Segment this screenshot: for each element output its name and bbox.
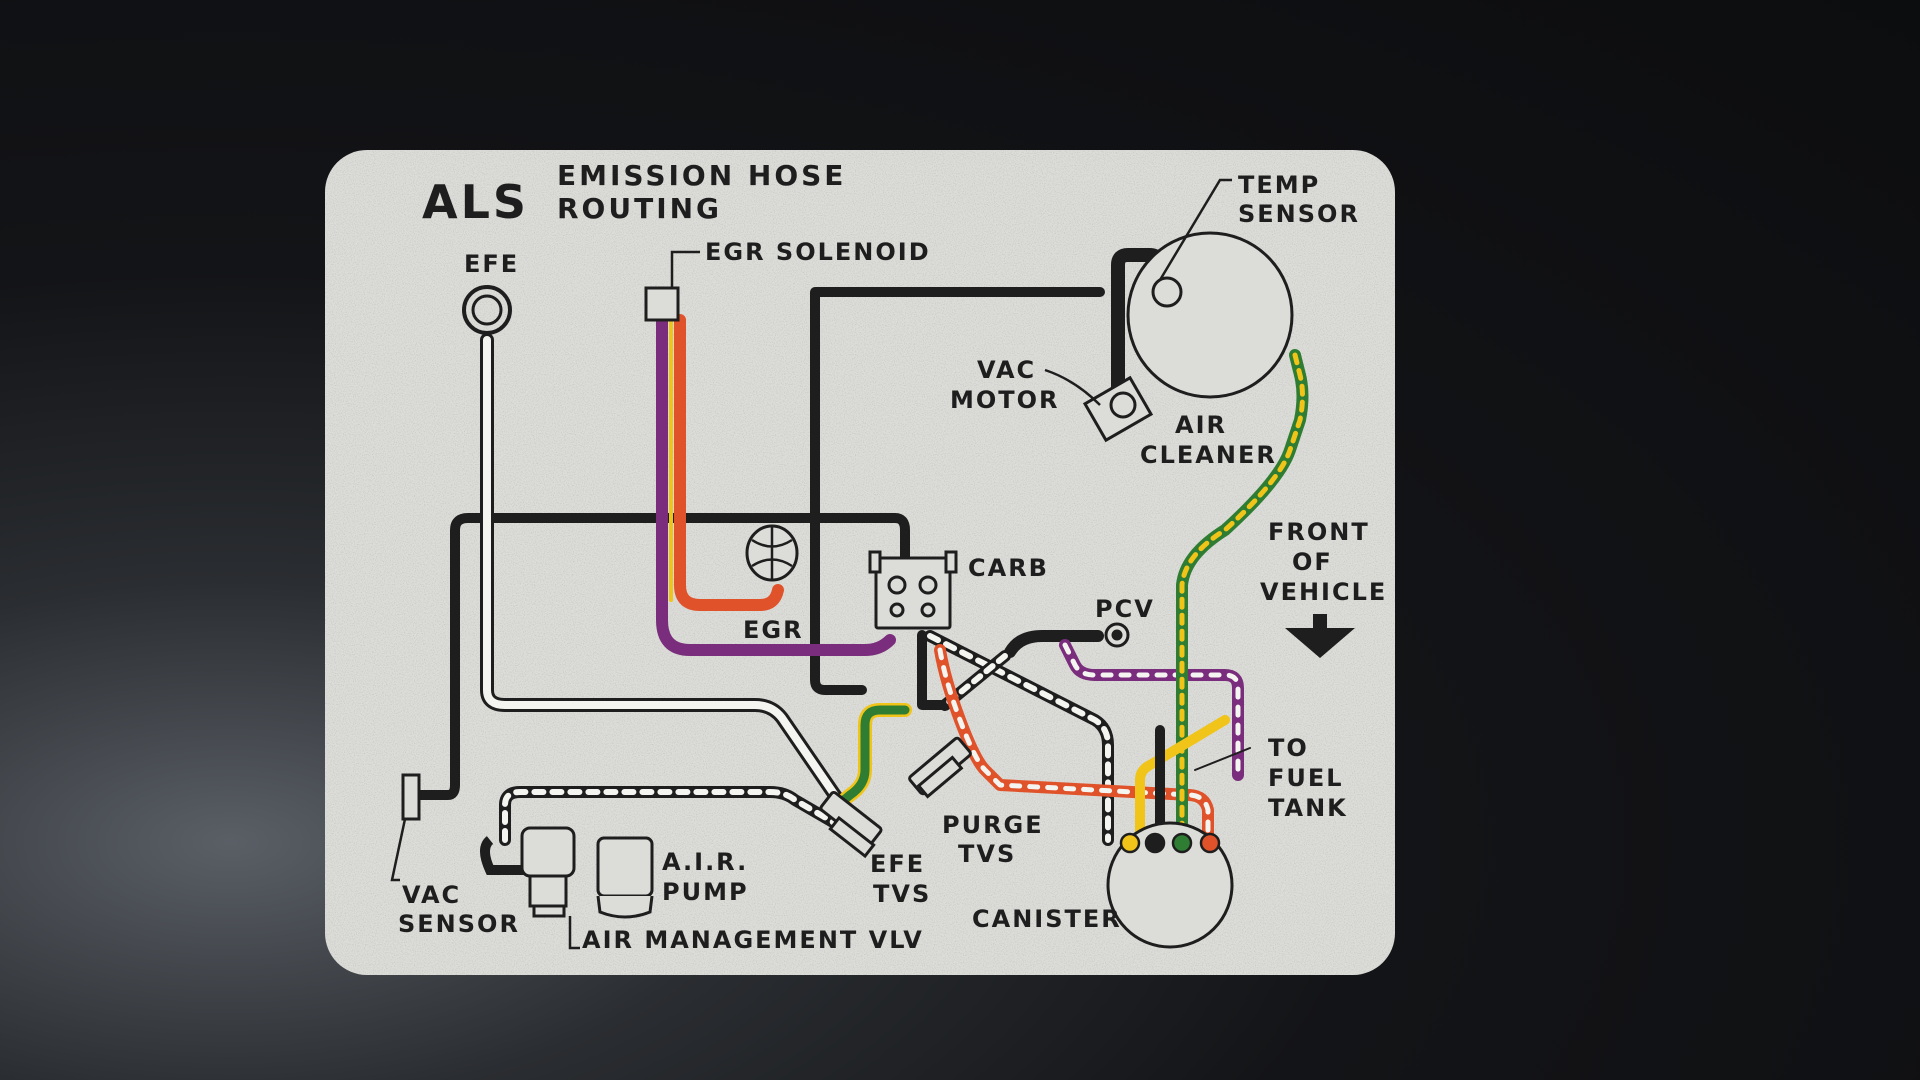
label-efe: EFE xyxy=(464,250,519,278)
air-management-lower xyxy=(528,874,568,908)
label-air-management-vlv: AIR MANAGEMENT VLV xyxy=(582,926,924,954)
air-management-base xyxy=(532,904,566,918)
pcv-center xyxy=(1111,629,1123,641)
air-pump-body xyxy=(596,836,654,898)
vac-sensor-body xyxy=(401,773,421,821)
carb-port-4 xyxy=(920,602,936,618)
hose-efe-tvs-green xyxy=(827,705,910,815)
air-management-body xyxy=(520,826,576,878)
carb-port-3 xyxy=(889,602,905,618)
air-management-valve-icon xyxy=(480,826,580,950)
leader-temp-sensor xyxy=(1158,178,1232,281)
canister-port-black xyxy=(1144,832,1166,854)
air-management-hose xyxy=(480,836,525,875)
label-air-pump-1: A.I.R. xyxy=(662,848,748,876)
label-carb: CARB xyxy=(968,554,1049,582)
title-line-2: ROUTING xyxy=(557,192,722,225)
air-cleaner-icon xyxy=(1126,231,1294,399)
air-pump-icon xyxy=(596,836,654,919)
hose-purge-orange-stripe xyxy=(937,647,1211,843)
label-text: ALS EMISSION HOSE ROUTING EGR SOLENOID E… xyxy=(398,159,1387,954)
label-purge-tvs-1: PURGE xyxy=(942,811,1044,839)
carb-icon xyxy=(874,556,952,630)
label-temp-sensor-2: SENSOR xyxy=(1238,200,1360,228)
air-pump-base xyxy=(596,895,654,919)
label-front-1: FRONT xyxy=(1268,518,1370,546)
canister-port-yellow xyxy=(1119,832,1141,854)
leader-fuel-tank xyxy=(1194,747,1251,771)
hose-vac-sensor-to-carb xyxy=(415,513,910,800)
vac-sensor-icon xyxy=(390,773,421,882)
label-canister: CANISTER xyxy=(972,905,1122,933)
efe-inner-ring xyxy=(471,294,503,326)
label-egr-solenoid: EGR SOLENOID xyxy=(705,238,931,266)
hose-egr-purple xyxy=(656,314,896,656)
hose-pcv-purple-stripe xyxy=(1062,642,1241,778)
efe-tvs-icon xyxy=(819,790,883,859)
hose-air-cleaner-stripe xyxy=(1179,352,1305,843)
label-fuel-tank-3: TANK xyxy=(1268,794,1348,822)
label-efe-tvs-2: TVS xyxy=(873,880,931,908)
carb-port-1 xyxy=(887,575,907,595)
label-front-3: VEHICLE xyxy=(1260,578,1387,606)
label-egr: EGR xyxy=(743,616,804,644)
components xyxy=(462,178,1294,949)
hose-carb-down xyxy=(917,630,950,710)
label-vac-motor-2: MOTOR xyxy=(950,386,1060,414)
canister-port-orange xyxy=(1199,832,1221,854)
hose-pcv xyxy=(1004,629,1104,658)
carb-tab-right xyxy=(944,550,958,574)
label-vac-motor-1: VAC xyxy=(977,356,1036,384)
label-air-cleaner-1: AIR xyxy=(1175,411,1227,439)
egr-valve-detail xyxy=(751,526,793,580)
label-vac-sensor-1: VAC xyxy=(402,881,461,909)
efe-icon xyxy=(462,285,512,335)
carb-port-2 xyxy=(918,575,938,595)
label-fuel-tank-1: TO xyxy=(1268,734,1309,762)
title-line-1: EMISSION HOSE xyxy=(557,159,846,192)
leader-vac-motor xyxy=(1044,368,1101,406)
leader-egr-solenoid xyxy=(670,250,700,288)
label-air-cleaner-2: CLEANER xyxy=(1140,441,1277,469)
hose-routing xyxy=(415,248,1309,846)
hose-air-pump-loop-stripe xyxy=(502,789,841,843)
leader-vac-sensor xyxy=(390,818,407,882)
label-vac-sensor-2: SENSOR xyxy=(398,910,520,938)
purge-tvs-icon xyxy=(908,736,972,799)
label-efe-tvs-1: EFE xyxy=(870,850,925,878)
vac-motor-port xyxy=(1109,391,1137,419)
hose-carb-to-canister-stripe xyxy=(927,633,1111,843)
hose-efe xyxy=(483,336,849,814)
canister-ports xyxy=(1119,832,1221,854)
label-pcv: PCV xyxy=(1095,595,1155,623)
hose-vac-motor-to-carb xyxy=(810,287,1105,695)
hose-egr-orange xyxy=(674,314,784,611)
leader-air-management xyxy=(568,916,580,950)
label-fuel-tank-2: FUEL xyxy=(1268,764,1344,792)
hose-fuel-tank-yellow xyxy=(1135,715,1230,845)
canister-icon xyxy=(1106,821,1234,949)
temp-sensor-icon xyxy=(1151,276,1183,308)
carb-tab-left xyxy=(868,550,882,574)
label-air-pump-2: PUMP xyxy=(662,878,749,906)
arrow-down-icon xyxy=(1285,614,1355,658)
egr-solenoid-icon xyxy=(644,286,680,322)
purge-tvs-base xyxy=(916,755,964,799)
label-temp-sensor-1: TEMP xyxy=(1238,171,1320,199)
als-code: ALS xyxy=(422,175,529,229)
label-front-2: OF xyxy=(1292,548,1333,576)
efe-tvs-base xyxy=(828,815,876,859)
label-purge-tvs-2: TVS xyxy=(958,840,1016,868)
canister-port-green xyxy=(1171,832,1193,854)
